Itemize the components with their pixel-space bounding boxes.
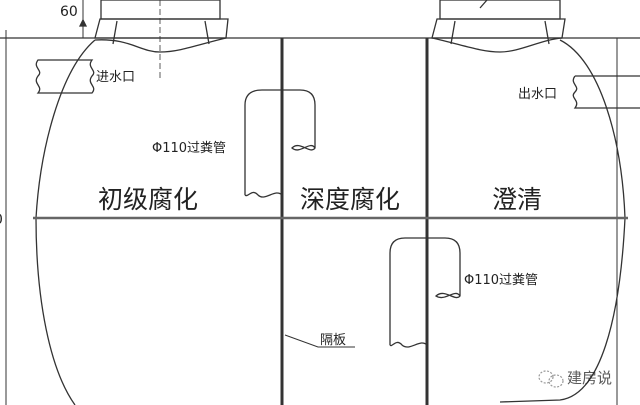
pipe-right: [389, 237, 461, 348]
right-neck-bottom: [431, 37, 563, 53]
right-leader-line: [479, 0, 488, 9]
chamber-1-label: 初级腐化: [98, 185, 198, 214]
tank-right-upper-wall: [559, 39, 626, 219]
left-manhole-lid: [100, 0, 221, 20]
wechat-icon: [538, 370, 564, 388]
outlet-pipe: [572, 75, 640, 109]
chamber-2-label: 深度腐化: [300, 185, 400, 214]
tank-left-wall: [35, 39, 96, 405]
inlet-label: 进水口: [96, 70, 135, 85]
right-manhole-lid: [439, 0, 561, 20]
tank-right-wall: [499, 217, 626, 403]
outlet-label: 出水口: [518, 87, 557, 102]
dimension-60-label: 60: [60, 4, 78, 20]
partition-label: 隔板: [320, 333, 346, 348]
watermark: 建房说: [538, 369, 612, 388]
partition-leader: [284, 334, 355, 348]
left-neck-line: [204, 20, 210, 45]
inlet-pipe: [35, 59, 95, 94]
dimension-left-label: 0: [0, 212, 3, 228]
pipe-right-label: Φ110过粪管: [464, 273, 538, 288]
chamber-3-label: 澄清: [492, 185, 542, 214]
left-neck-bottom: [94, 37, 227, 53]
pipe-left-label: Φ110过粪管: [152, 141, 226, 156]
dimension-arrow: [78, 18, 88, 27]
pipe-left: [244, 89, 316, 198]
watermark-text: 建房说: [567, 369, 612, 387]
right-neck-line: [450, 20, 456, 45]
